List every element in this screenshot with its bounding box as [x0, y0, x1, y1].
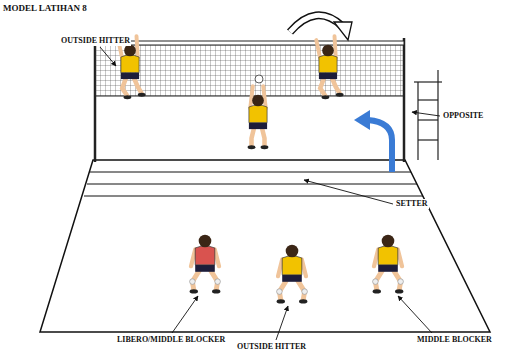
position-label: MIDDLE BLOCKER	[416, 335, 493, 345]
diagram-title: MODEL LATIHAN 8	[3, 3, 87, 14]
player-figure	[373, 235, 404, 294]
position-label: SETTER	[395, 199, 429, 209]
court-line	[90, 172, 411, 173]
move-arrow	[368, 120, 392, 172]
court	[40, 160, 490, 332]
position-label: OUTSIDE HITTER	[236, 342, 307, 352]
player-figure	[248, 86, 269, 149]
ball-path-arrow	[290, 15, 342, 32]
leader-line	[100, 47, 440, 340]
position-label: OUTSIDE HITTER	[60, 36, 131, 46]
court-line	[84, 196, 423, 197]
net	[95, 42, 404, 96]
position-label: OPPOSITE	[442, 111, 484, 121]
player-figure	[277, 245, 308, 304]
net-band	[95, 41, 404, 45]
position-label: LIBERO/MIDDLE BLOCKER	[116, 335, 226, 345]
move-arrow-head	[354, 110, 370, 130]
ball	[255, 75, 263, 83]
court-line	[87, 184, 417, 185]
player-figure	[190, 235, 221, 294]
player-figure	[316, 36, 343, 99]
referee-stand	[414, 70, 442, 160]
